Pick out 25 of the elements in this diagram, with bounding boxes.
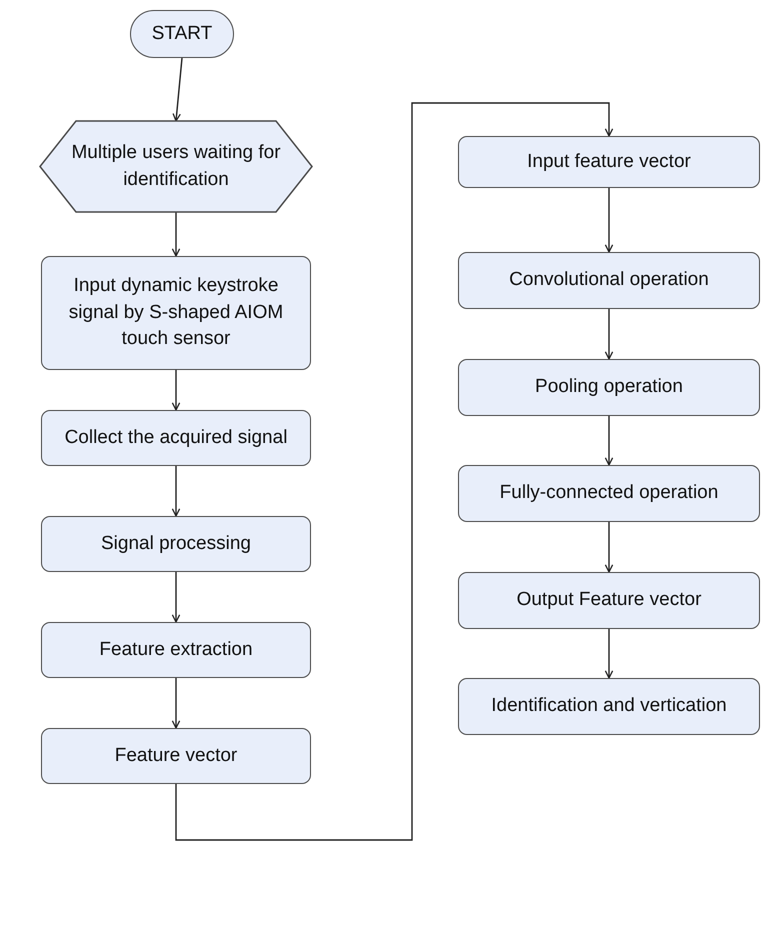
arrow: [172, 678, 180, 729]
process-box: Input feature vector: [458, 136, 760, 188]
process-box: Input dynamic keystroke signal by S-shaped AIOM touch sensor: [41, 256, 311, 370]
preparation-hexagon: Multiple users waiting for identification: [40, 121, 312, 212]
process-box: Pooling operation: [458, 359, 760, 416]
process-box: Signal processing: [41, 516, 311, 572]
process-box: Output Feature vector: [458, 572, 760, 629]
arrow: [172, 370, 180, 411]
arrow: [604, 309, 614, 360]
start-terminal: START: [130, 10, 234, 58]
process-box: Identification and vertication: [458, 678, 760, 735]
process-box: Fully-connected operation: [458, 465, 760, 522]
arrow: [604, 188, 614, 253]
arrow: [172, 212, 180, 257]
arrow: [175, 102, 614, 841]
arrow: [172, 58, 183, 122]
process-box: Convolutional operation: [458, 252, 760, 309]
arrow: [604, 522, 614, 573]
process-box: Feature vector: [41, 728, 311, 784]
arrow: [604, 629, 614, 679]
arrow: [172, 572, 180, 623]
arrow: [604, 416, 614, 466]
arrow: [172, 466, 180, 517]
process-box: Collect the acquired signal: [41, 410, 311, 466]
process-box: Feature extraction: [41, 622, 311, 678]
